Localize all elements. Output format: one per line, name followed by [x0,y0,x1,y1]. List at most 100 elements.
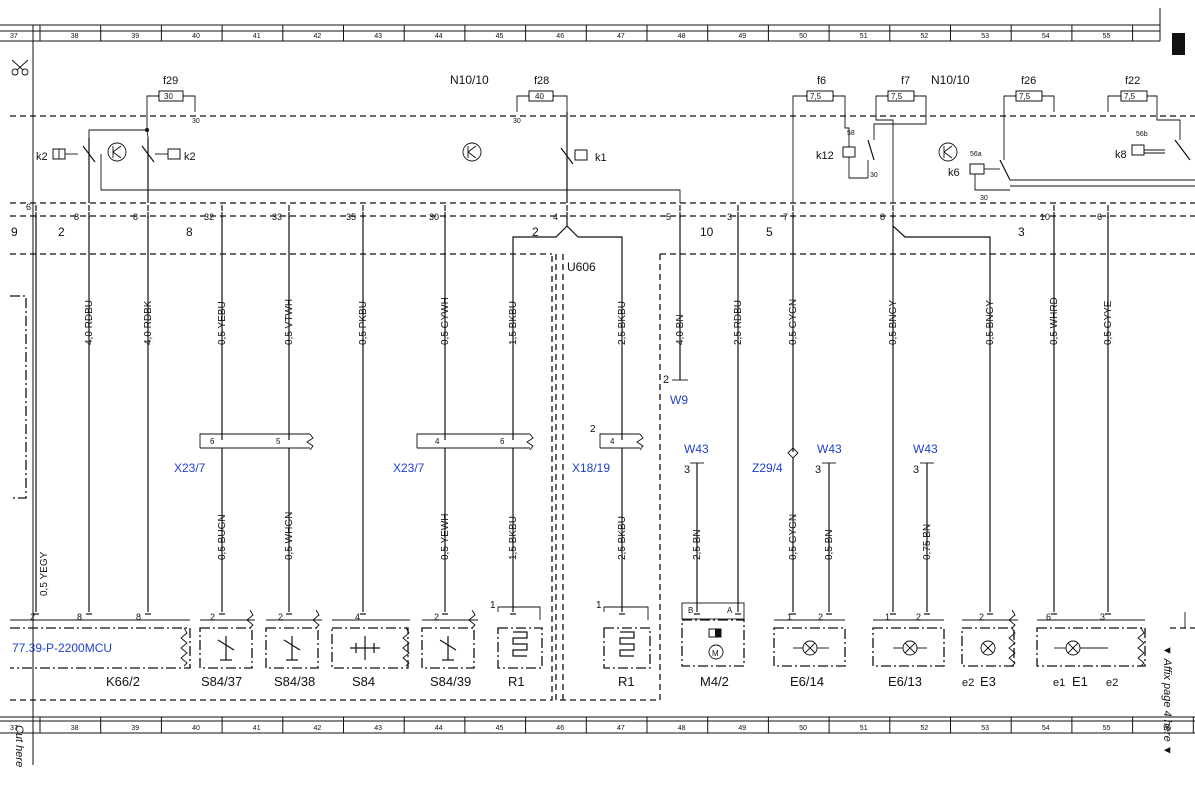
svg-text:0,5 YEGY: 0,5 YEGY [39,551,50,596]
svg-text:8: 8 [74,212,79,222]
grid-number: 53 [981,33,989,40]
svg-text:B: B [688,606,693,615]
svg-text:5: 5 [666,212,671,222]
svg-text:S84/38: S84/38 [274,674,315,689]
svg-text:2,5 BN: 2,5 BN [692,529,703,560]
top-grid-ruler [0,24,1160,42]
grid-number: 45 [496,33,504,40]
grid-number: 47 [617,33,625,40]
svg-text:33: 33 [272,212,282,222]
svg-text:3: 3 [815,464,821,476]
svg-text:f26: f26 [1021,75,1036,87]
svg-text:0,5 WHGN: 0,5 WHGN [284,512,295,560]
svg-text:6: 6 [210,437,215,446]
svg-text:W9: W9 [670,393,688,407]
svg-text:Z29/4: Z29/4 [752,461,783,475]
svg-text:f6: f6 [817,75,826,87]
svg-text:R1: R1 [508,674,525,689]
svg-text:1: 1 [787,612,792,622]
left-module-boundary [10,254,553,701]
svg-text:0,5 BNGY: 0,5 BNGY [888,300,899,345]
grid-number: 41 [253,33,261,40]
svg-text:6: 6 [26,202,31,212]
svg-text:K66/2: K66/2 [106,674,140,689]
component-e3: 2 e2 E3 [961,609,1018,689]
svg-text:W43: W43 [913,442,938,456]
grid-number: 38 [71,33,79,40]
fuse-f7: f7 7,5 [875,75,927,112]
grid-number: 41 [253,725,261,732]
grid-number: 46 [556,33,564,40]
grid-number: 42 [314,725,322,732]
svg-text:30: 30 [980,195,988,202]
svg-text:M: M [712,649,719,658]
svg-text:30: 30 [513,118,521,125]
svg-text:X23/7: X23/7 [393,461,425,475]
ground-w43-c: W43 3 [913,442,938,476]
left-edge-bracket [10,295,27,499]
component-r1-right: 1 R1 [596,600,651,689]
switch-icon [217,636,235,661]
svg-text:6: 6 [1097,212,1102,222]
motor-icon [708,644,724,660]
connector-x23-7-a: 6 5 X23/7 [174,433,314,475]
svg-text:f29: f29 [163,75,178,87]
svg-text:4: 4 [435,437,440,446]
svg-text:2: 2 [818,612,823,622]
lamp-icon [793,640,829,656]
relay-k2-left: k2 [36,138,96,203]
svg-text:2,5 RDBU: 2,5 RDBU [733,300,744,345]
svg-text:0,5 BUGN: 0,5 BUGN [217,514,228,560]
lower-wires [221,448,928,612]
relay-k8: k8 56b [1115,112,1191,161]
module-label-n1010-right: N10/10 [931,73,970,87]
svg-text:5: 5 [276,437,281,446]
svg-text:0,5 WHRD: 0,5 WHRD [1049,297,1060,345]
svg-text:4: 4 [355,612,360,622]
relay-coil-return [100,154,681,203]
svg-text:8: 8 [186,225,193,239]
relay-k2-right: k2 [141,138,196,203]
svg-text:2,5 BKBU: 2,5 BKBU [617,516,628,560]
grid-number: 39 [131,725,139,732]
svg-text:2: 2 [210,612,215,622]
grid-number: 43 [374,33,382,40]
module-label-n1010-left: N10/10 [450,73,489,87]
button-switch-icon [350,636,380,660]
component-e6-13: 1 2 E6/13 [872,612,945,689]
scissors-icon [11,59,29,76]
svg-text:S84/37: S84/37 [201,674,242,689]
svg-text:M4/2: M4/2 [700,674,729,689]
svg-text:k12: k12 [816,150,834,162]
f7-feed [875,112,894,203]
svg-text:0,5 BNGY: 0,5 BNGY [985,300,996,345]
fuse-f22: f22 7,5 [1107,75,1158,112]
fuse-f6: f6 7,5 [792,75,846,112]
fuse-f28: f28 40 30 [513,75,568,125]
transistor-icon-right [938,142,958,162]
svg-text:4,0 RDBK: 4,0 RDBK [143,300,154,345]
svg-text:30: 30 [870,172,878,179]
grid-number: 38 [71,725,79,732]
svg-text:6: 6 [500,437,505,446]
page-corner-marker [1172,33,1185,55]
cut-here-label: Cut here [13,725,25,767]
grid-number: 40 [192,725,200,732]
grid-number: 54 [1042,33,1050,40]
svg-text:0,5 GYYE: 0,5 GYYE [1103,300,1114,345]
svg-text:4,0 RDBU: 4,0 RDBU [84,300,95,345]
svg-text:1,5 BKBU: 1,5 BKBU [508,516,519,560]
component-s84-39: 2 S84/39 [421,609,478,689]
grid-number: 50 [799,33,807,40]
svg-text:30: 30 [192,118,200,125]
svg-text:2: 2 [916,612,921,622]
heater-icon [512,631,528,657]
grid-number: 49 [738,33,746,40]
svg-text:4,0 BN: 4,0 BN [675,314,686,345]
grid-number: 45 [496,725,504,732]
relay-k1: k1 [560,112,607,203]
svg-text:W43: W43 [817,442,842,456]
svg-text:6: 6 [1046,612,1051,622]
svg-text:2: 2 [590,424,596,435]
